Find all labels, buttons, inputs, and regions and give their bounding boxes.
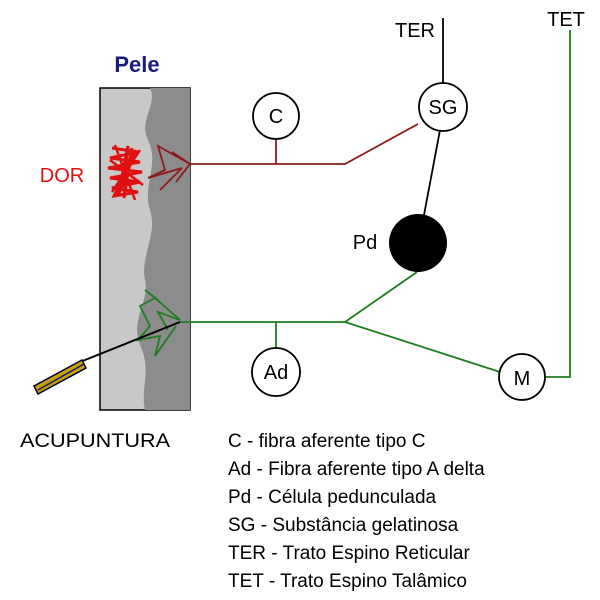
node-ad-label: Ad: [264, 362, 288, 384]
acupuncture-label: ACUPUNTURA: [20, 431, 170, 452]
skin-label: Pele: [114, 52, 159, 77]
node-ad: Ad: [251, 347, 301, 397]
ad-fiber: [135, 30, 571, 378]
legend-line: Pd - Célula pedunculada: [228, 487, 437, 508]
black-connections: [423, 18, 444, 216]
legend-line: Ad - Fibra aferente tipo A delta: [228, 459, 485, 480]
tet-label: TET: [547, 9, 585, 31]
acupuncture-needle: [33, 321, 181, 396]
legend: C - fibra aferente tipo C Ad - Fibra afe…: [228, 431, 485, 592]
legend-line: SG - Substância gelatinosa: [228, 515, 459, 536]
node-c-label: C: [269, 106, 283, 128]
node-m: M: [498, 353, 546, 401]
pain-scribble: [107, 144, 144, 201]
skin-block: [99, 87, 191, 411]
node-m-label: M: [514, 368, 531, 390]
node-c: C: [252, 92, 300, 140]
ter-label: TER: [395, 20, 435, 42]
legend-line: TET - Trato Espino Talâmico: [228, 571, 467, 592]
pain-label: DOR: [40, 165, 84, 187]
legend-line: C - fibra aferente tipo C: [228, 431, 425, 452]
legend-line: TER - Trato Espino Reticular: [228, 543, 470, 564]
node-pd: Pd: [353, 214, 447, 272]
node-sg: SG: [418, 82, 468, 132]
node-pd-label: Pd: [353, 232, 377, 254]
node-sg-label: SG: [429, 97, 458, 119]
c-fiber: [147, 123, 419, 191]
